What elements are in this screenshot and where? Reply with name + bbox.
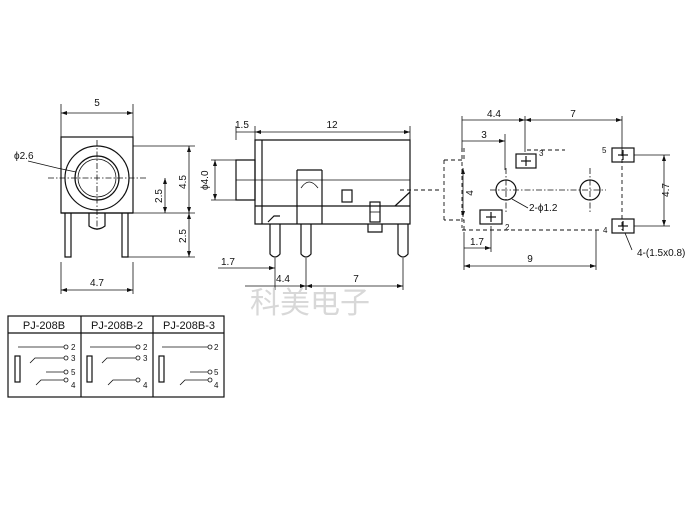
pcb-dim-pad-label: 4-(1.5x0.8) <box>637 248 685 259</box>
front-dim-center: 2.5 <box>154 189 165 203</box>
pcb-dim-top-1: 4.4 <box>487 109 501 120</box>
pin-label: 2 <box>214 343 219 352</box>
pcb-dim-bottom-1: 1.7 <box>470 237 484 248</box>
side-dim-spacing-2: 7 <box>353 274 359 285</box>
side-dim-spacing-1: 4.4 <box>276 274 290 285</box>
table-header-1: PJ-208B <box>23 320 65 332</box>
pin-label: 2 <box>71 343 76 352</box>
front-dim-height: 4.5 <box>178 175 189 189</box>
front-view: 5 ϕ2.6 4.5 2.5 2.5 <box>14 98 195 294</box>
pin-config-table: PJ-208B PJ-208B-2 PJ-208B-3 2 3 5 4 2 3 <box>7 315 225 398</box>
pin-label: 4 <box>214 381 219 390</box>
pcb-pin-5: 5 <box>602 146 607 155</box>
pcb-pin-2: 2 <box>505 223 510 232</box>
pin-label: 5 <box>214 368 219 377</box>
side-dim-lead: 1.5 <box>235 120 249 131</box>
pcb-pin-4: 4 <box>603 226 608 235</box>
schematic-pj208b-2: 2 3 4 <box>86 343 148 390</box>
pcb-dim-bottom-2: 9 <box>527 254 533 265</box>
pin-label: 4 <box>71 381 76 390</box>
table-header-3: PJ-208B-3 <box>163 320 215 332</box>
front-dim-width: 5 <box>94 98 100 109</box>
pin-label: 2 <box>143 343 148 352</box>
schematic-pj208b: 2 3 5 4 <box>14 343 76 390</box>
pcb-pin-3: 3 <box>539 149 544 158</box>
table-header-2: PJ-208B-2 <box>91 320 143 332</box>
front-dim-pin: 2.5 <box>178 229 189 243</box>
front-dim-hole: ϕ2.6 <box>14 151 34 162</box>
pcb-dim-vertical-2: 4.7 <box>661 183 672 197</box>
pcb-dim-top-2: 7 <box>570 109 576 120</box>
pcb-dim-vertical-1: 4 <box>465 190 476 196</box>
pcb-dim-top-3: 3 <box>481 130 487 141</box>
pin-label: 4 <box>143 381 148 390</box>
pin-label: 3 <box>71 354 76 363</box>
pin-label: 5 <box>71 368 76 377</box>
side-dim-length: 12 <box>326 120 338 131</box>
side-dim-pin-offset: 1.7 <box>221 257 235 268</box>
pin-label: 3 <box>143 354 148 363</box>
side-view: 1.5 12 ϕ4.0 1.7 4.4 <box>200 120 411 290</box>
pcb-dim-hole-label: 2-ϕ1.2 <box>529 203 558 214</box>
side-dim-diameter: ϕ4.0 <box>200 170 211 190</box>
front-dim-bottom: 4.7 <box>90 278 104 289</box>
schematic-pj208b-3: 2 5 4 <box>158 343 219 390</box>
watermark-text: 科美电子 <box>250 286 370 321</box>
pcb-layout: 4.4 7 3 3 5 2 4 4 <box>400 109 685 270</box>
